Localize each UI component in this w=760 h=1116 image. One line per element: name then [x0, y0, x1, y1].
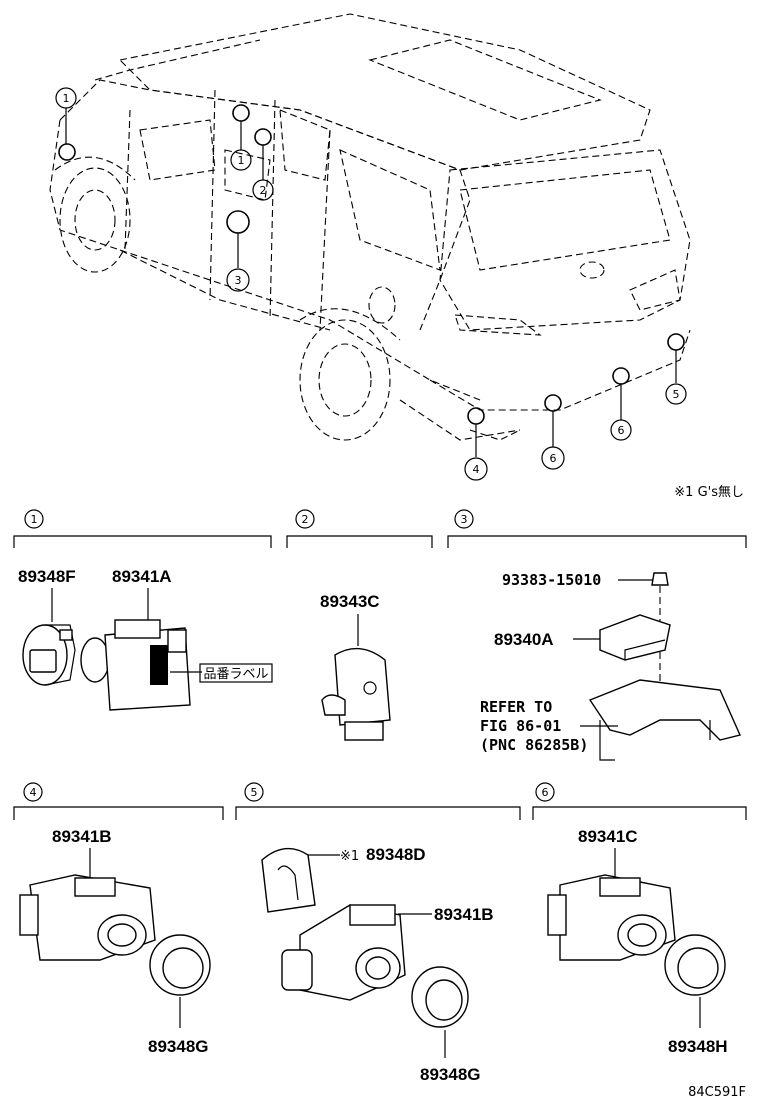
callout-label: 1: [63, 92, 70, 105]
part-number: 93383-15010: [502, 571, 601, 589]
callout-leaders: [65, 108, 677, 457]
interior-sensor: [321, 647, 391, 741]
callout-label: 4: [473, 463, 480, 476]
sensor-marker: [254, 128, 272, 146]
label-tag: [199, 663, 273, 683]
refer-text: REFER TO: [480, 698, 552, 716]
section-3-index: 3: [461, 513, 468, 526]
section-6: 89341C 89348H: [547, 827, 728, 1056]
section-5: ※1 89348D 89341B 89348G: [261, 845, 494, 1084]
part-number: 89341B: [52, 827, 112, 846]
note-mark: ※1: [340, 849, 359, 864]
part-number: 89348H: [668, 1037, 728, 1056]
sensor-marker: [232, 104, 250, 122]
sensor-marker: [58, 143, 76, 161]
section-1: 89348F 89341A 品番ラベル: [18, 567, 273, 711]
refer-text: FIG 86-01: [480, 717, 561, 735]
sensor-bezel: [149, 934, 211, 996]
vehicle-illustration: [49, 13, 691, 441]
label-tag-text: 品番ラベル: [203, 667, 268, 682]
part-number: 89348F: [18, 567, 76, 586]
mounting-bracket: [588, 679, 741, 761]
section-5-index: 5: [251, 786, 258, 799]
vehicle-callouts: 1 1 2 3 4 5 6 6: [55, 87, 687, 481]
sensor-bezel: [22, 624, 76, 686]
callout-label: 5: [673, 388, 680, 401]
parking-sensor: [19, 874, 156, 961]
sensor-bezel: [411, 966, 469, 1028]
note-text: ※1 G's無し: [674, 485, 744, 500]
parking-sensor: [281, 904, 406, 1001]
callout-label: 1: [238, 154, 245, 167]
sensor-marker: [667, 333, 685, 351]
part-number: 89343C: [320, 592, 380, 611]
sensor-marker: [226, 210, 250, 234]
parking-sensor: [547, 874, 676, 961]
sensor-marker: [544, 394, 562, 412]
part-number: 89341B: [434, 905, 494, 924]
control-module: [599, 614, 671, 661]
part-number: 89341A: [112, 567, 172, 586]
section-2: 89343C: [320, 592, 391, 741]
part-number: 89340A: [494, 630, 554, 649]
callout-label: 2: [260, 184, 267, 197]
section-2-index: 2: [302, 513, 309, 526]
part-number: 89348D: [366, 845, 426, 864]
sensor-retainer: [261, 847, 316, 913]
section-headers: 1 2 3 4 5 6: [13, 509, 747, 820]
callout-label: 6: [618, 424, 625, 437]
part-number: 89348G: [148, 1037, 209, 1056]
section-3: 93383-15010 89340A REFER TO FIG 86-01 (P…: [480, 571, 741, 761]
section-4-index: 4: [30, 786, 37, 799]
figure-code: 84C591F: [688, 1085, 746, 1100]
callout-label: 3: [235, 274, 242, 287]
refer-text: (PNC 86285B): [480, 736, 588, 754]
sensor-bezel: [664, 934, 726, 996]
part-number: 89341C: [578, 827, 638, 846]
sensor-marker: [612, 367, 630, 385]
vehicle-sensor-markers: [58, 104, 685, 425]
callout-label: 6: [550, 452, 557, 465]
section-1-index: 1: [31, 513, 38, 526]
section-6-index: 6: [542, 786, 549, 799]
parking-sensor: [80, 619, 191, 711]
section-4: 89341B 89348G: [19, 827, 211, 1056]
part-number: 89348G: [420, 1065, 481, 1084]
sensor-marker: [467, 407, 485, 425]
